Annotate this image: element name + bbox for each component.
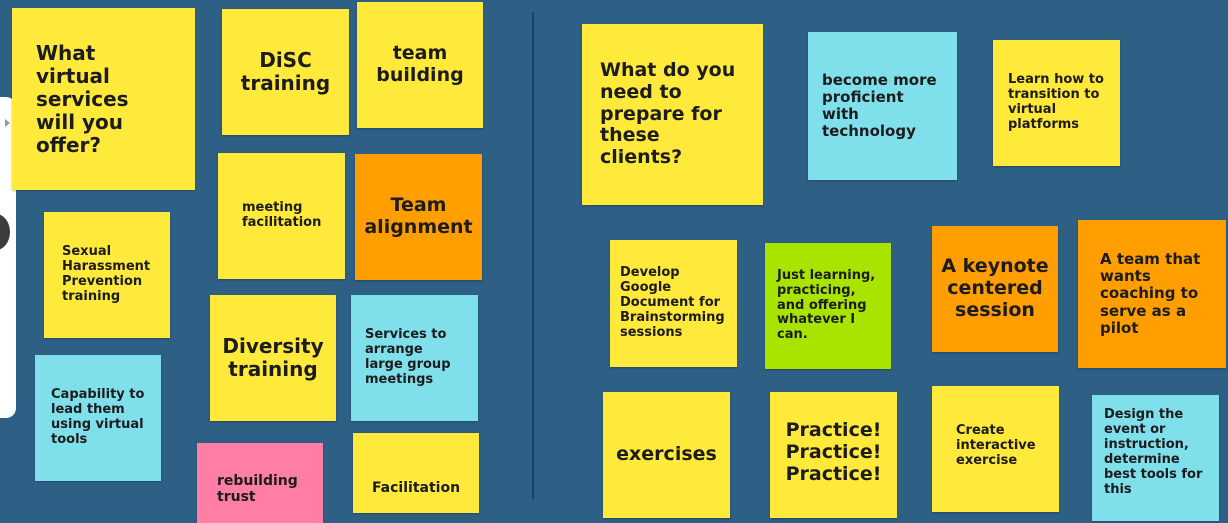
sticky-note[interactable]: Services to arrange large group meetings bbox=[351, 295, 478, 421]
note-text: A team that wants coaching to serve as a… bbox=[1100, 249, 1201, 337]
note-text: Just learning, practicing, and offering … bbox=[777, 267, 876, 343]
note-text: become more proficient with technology bbox=[822, 70, 937, 141]
sticky-note[interactable]: DiSC training bbox=[222, 9, 349, 135]
note-text: Create interactive exercise bbox=[956, 423, 1036, 468]
sticky-note[interactable]: Just learning, practicing, and offering … bbox=[765, 243, 891, 369]
sticky-note[interactable]: Practice! Practice! Practice! bbox=[770, 392, 897, 518]
note-text: Services to arrange large group meetings bbox=[365, 327, 451, 387]
note-text: What virtual services will you offer? bbox=[36, 40, 129, 157]
note-text: A keynote centered session bbox=[941, 255, 1049, 321]
sticky-note[interactable]: team building bbox=[357, 2, 483, 128]
sticky-note[interactable]: Learn how to transition to virtual platf… bbox=[993, 40, 1120, 166]
sticky-note[interactable]: Create interactive exercise bbox=[932, 386, 1059, 512]
note-text: What do you need to prepare for these cl… bbox=[600, 58, 736, 169]
note-text: Capability to lead them using virtual to… bbox=[51, 387, 145, 447]
sticky-note[interactable]: Diversity training bbox=[210, 295, 336, 421]
sticky-note[interactable]: Design the event or instruction, determi… bbox=[1092, 395, 1219, 521]
note-text: Design the event or instruction, determi… bbox=[1104, 407, 1203, 497]
note-text: team building bbox=[376, 42, 464, 86]
sticky-note[interactable]: become more proficient with technology bbox=[808, 32, 957, 180]
note-text: Facilitation bbox=[371, 480, 461, 496]
expand-arrow-icon[interactable] bbox=[5, 119, 10, 127]
note-text: Team alignment bbox=[364, 194, 473, 238]
note-text: meeting facilitation bbox=[242, 200, 322, 230]
sticky-note[interactable]: meeting facilitation bbox=[218, 153, 345, 279]
sticky-note[interactable]: Develop Google Document for Brainstormin… bbox=[610, 240, 737, 367]
note-text: DiSC training bbox=[240, 48, 331, 95]
note-text: Diversity training bbox=[222, 334, 324, 381]
sticky-note[interactable]: rebuilding trust bbox=[197, 443, 323, 523]
toolbar-handle[interactable] bbox=[0, 214, 10, 250]
note-text: rebuilding trust bbox=[217, 473, 298, 506]
sticky-note[interactable]: Sexual Harassment Prevention training bbox=[44, 212, 170, 338]
note-text: Develop Google Document for Brainstormin… bbox=[620, 265, 725, 340]
note-text: Sexual Harassment Prevention training bbox=[62, 244, 151, 304]
sticky-note[interactable]: A keynote centered session bbox=[932, 226, 1058, 352]
note-text: Practice! Practice! Practice! bbox=[785, 419, 882, 485]
sticky-note[interactable]: A team that wants coaching to serve as a… bbox=[1078, 220, 1226, 368]
sticky-note[interactable]: Capability to lead them using virtual to… bbox=[35, 355, 161, 481]
sticky-note[interactable]: Team alignment bbox=[355, 154, 482, 280]
note-text: exercises bbox=[616, 443, 717, 465]
sticky-note[interactable]: What do you need to prepare for these cl… bbox=[582, 24, 763, 205]
note-text: Learn how to transition to virtual platf… bbox=[1008, 72, 1104, 132]
sticky-note[interactable]: What virtual services will you offer? bbox=[12, 8, 195, 190]
section-divider bbox=[532, 12, 534, 499]
sticky-note[interactable]: Facilitation bbox=[353, 433, 479, 513]
sticky-note[interactable]: exercises bbox=[603, 392, 730, 518]
